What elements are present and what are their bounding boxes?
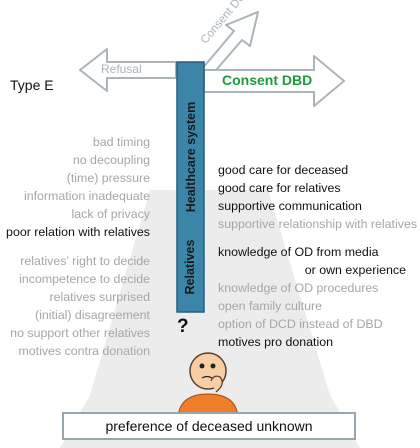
preference-box: preference of deceased unknown	[62, 412, 356, 440]
right-factor: motives pro donation	[218, 335, 334, 349]
left-factor: information inadequate	[23, 189, 150, 203]
right-factor: supportive communication	[218, 199, 362, 213]
left-factor: relatives’ right to decide	[20, 254, 150, 268]
left-factor: motives contra donation	[18, 344, 150, 358]
left-factor: no support other relatives	[10, 326, 150, 340]
refusal-arrow	[79, 48, 177, 92]
pillar-label-healthcare: Healthcare system	[184, 101, 198, 213]
left-factor: relatives surprised	[49, 290, 150, 304]
left-factor: (time) pressure	[66, 171, 150, 185]
consent-dbd-arrow	[203, 55, 345, 107]
right-factor: open family culture	[218, 299, 322, 313]
consent-dbd-label: Consent DBD	[222, 72, 313, 88]
left-factor: (initial) disagreement	[34, 308, 150, 322]
type-label: Type E	[10, 77, 54, 93]
funnel-shape	[60, 190, 360, 448]
question-mark: ?	[177, 316, 189, 337]
preference-box-label: preference of deceased unknown	[105, 418, 313, 434]
right-factor: good care for deceased	[218, 163, 349, 177]
left-factor: no decoupling	[72, 153, 150, 167]
refusal-label: Refusal	[101, 62, 142, 76]
right-factor: option of DCD instead of DBD	[218, 317, 383, 331]
right-factor: knowledge of OD from media	[218, 245, 379, 259]
right-factor: supportive relationship with relatives	[218, 217, 418, 231]
left-factor: incompetence to decide	[19, 272, 150, 286]
right-factor: good care for relatives	[218, 181, 341, 195]
right-factor: knowledge of OD procedures	[218, 281, 379, 295]
right-factor: or own experience	[304, 263, 406, 277]
left-factor: lack of privacy	[71, 207, 150, 221]
pillar-label-relatives: Relatives	[183, 239, 197, 295]
left-factor: poor relation with relatives	[6, 225, 150, 239]
left-factor: bad timing	[92, 135, 150, 149]
pillar	[176, 61, 205, 313]
